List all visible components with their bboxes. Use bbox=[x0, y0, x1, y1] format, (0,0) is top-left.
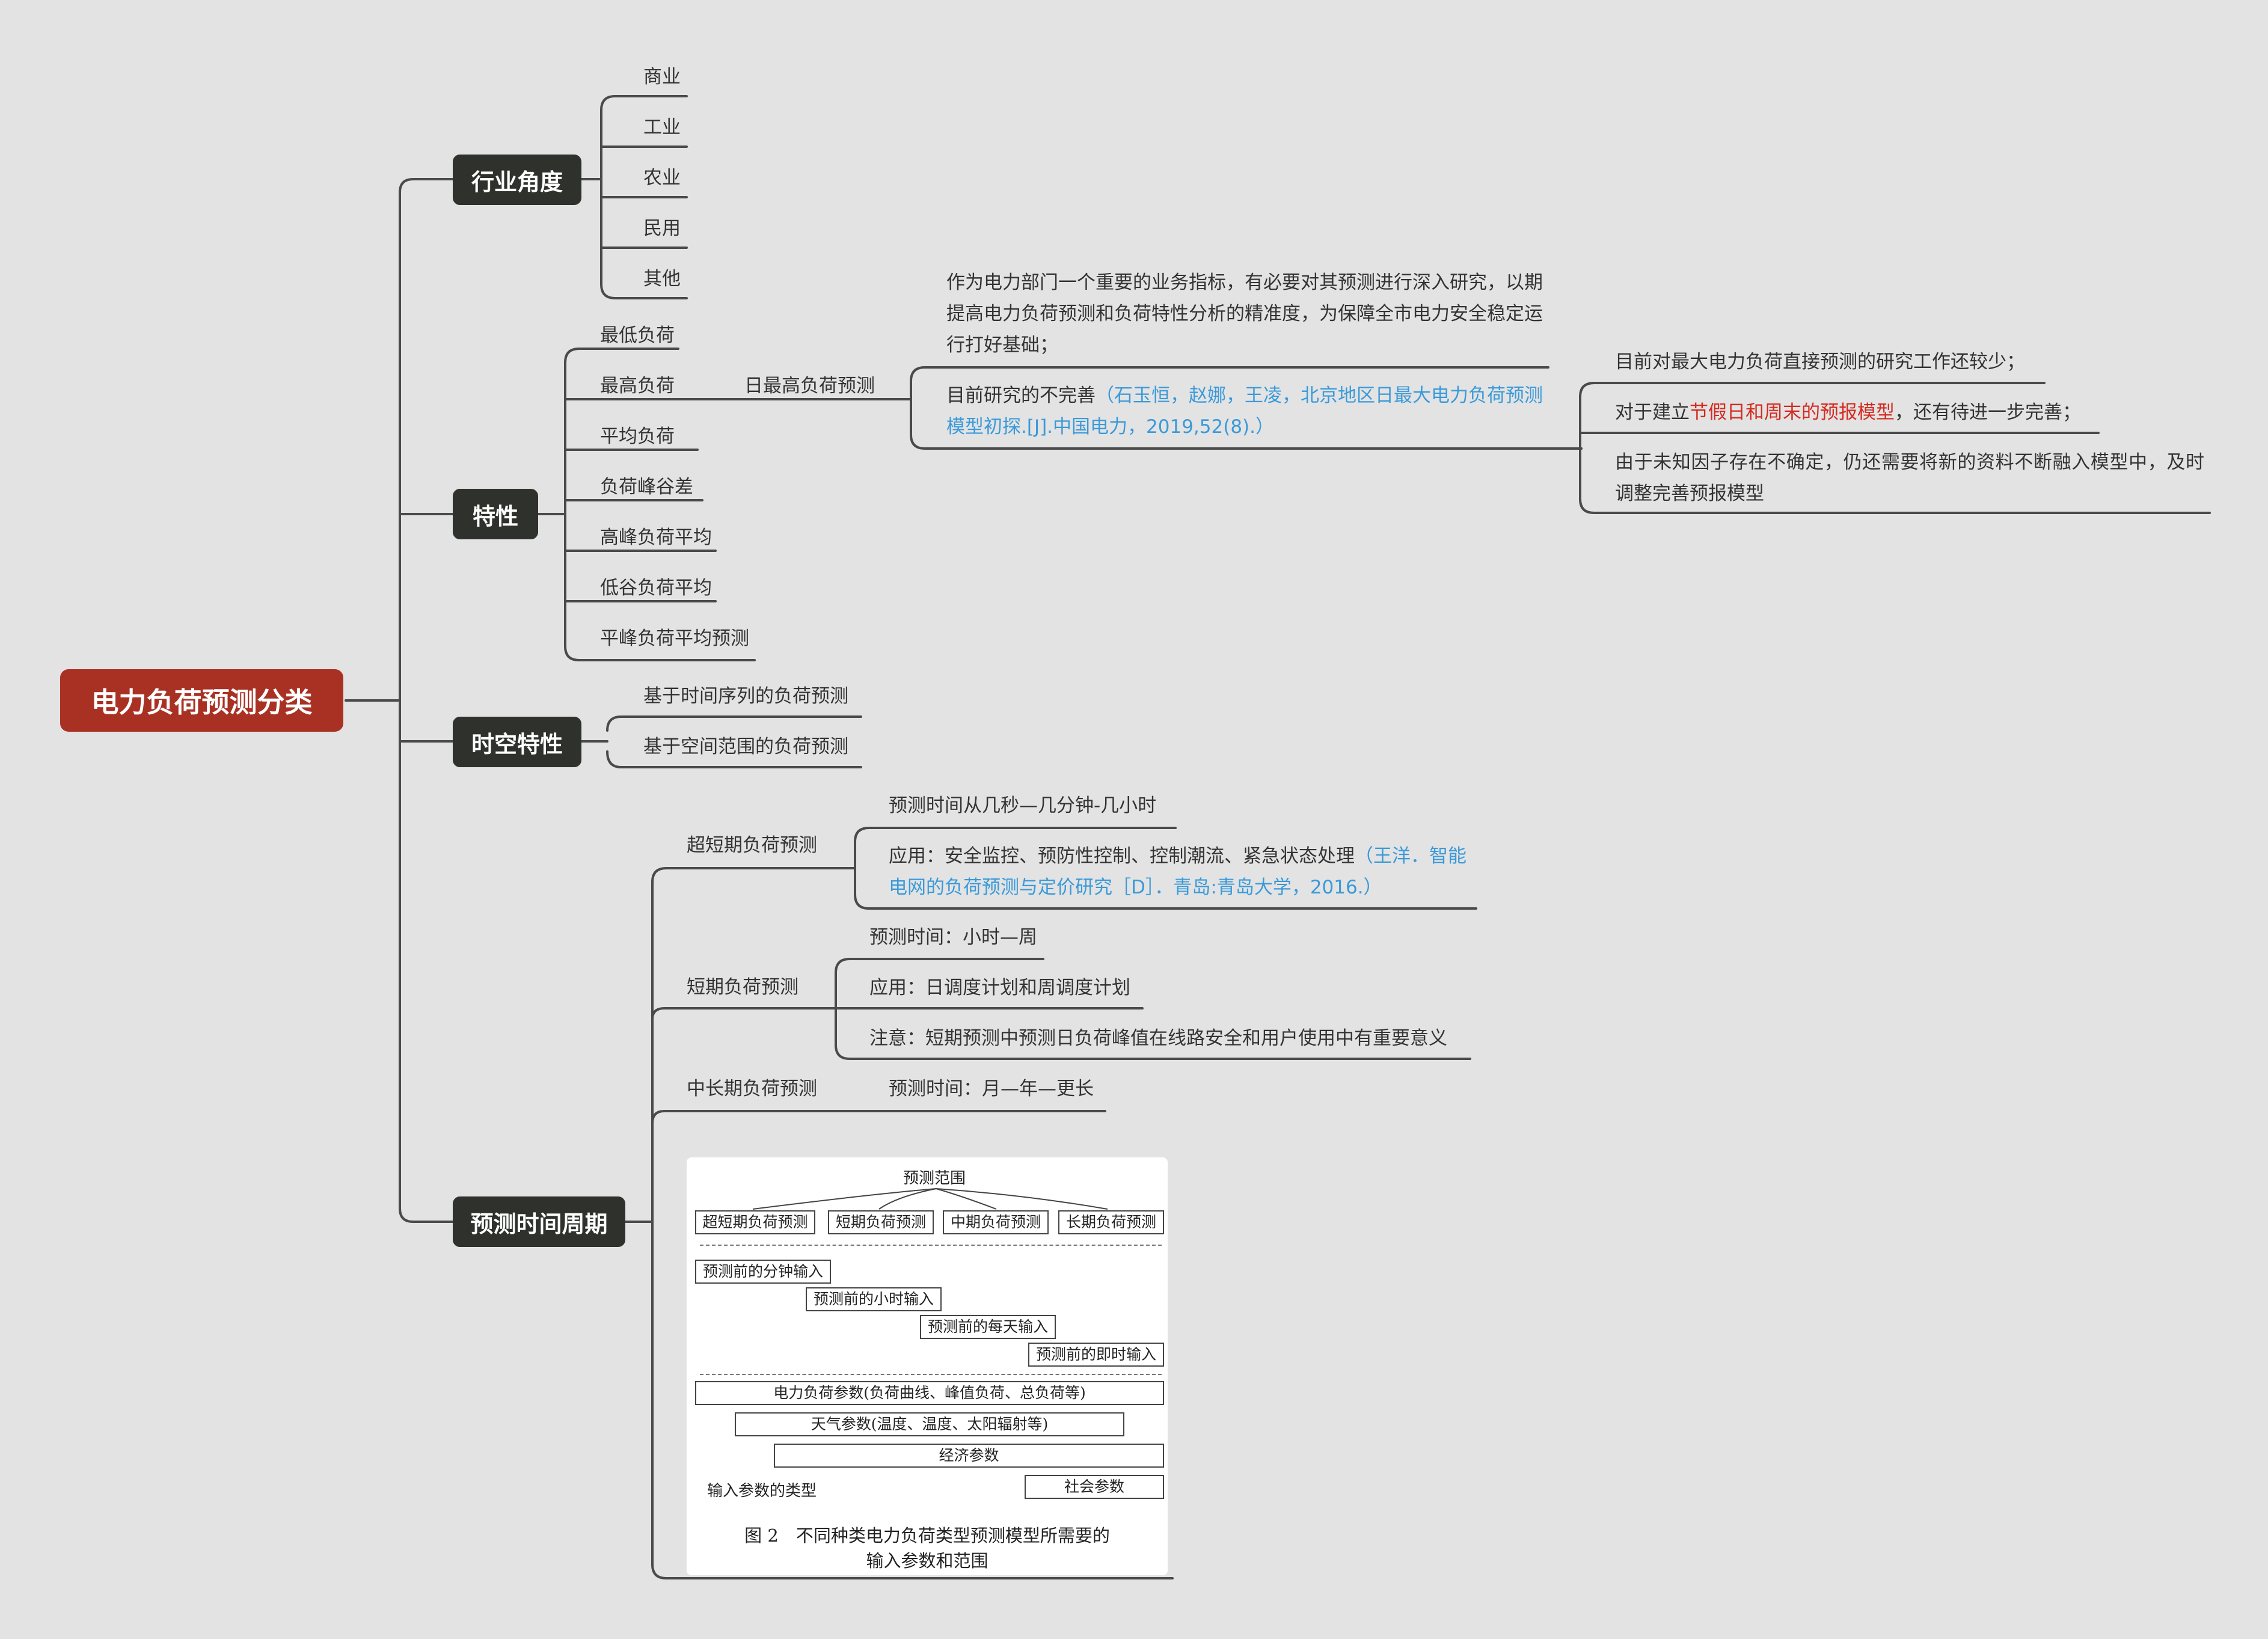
root-label: 电力负荷预测分类 bbox=[91, 686, 313, 718]
figure-range-box: 超短期负荷预测 bbox=[695, 1210, 815, 1234]
figure-input-params: 预测范围 超短期负荷预测 短期负荷预测 中期负荷预测 长期负荷预测 预测前的分钟… bbox=[687, 1157, 1168, 1575]
spatiotemporal-item[interactable]: 基于空间范围的负荷预测 bbox=[643, 736, 848, 758]
figure-param-box: 电力负荷参数(负荷曲线、峰值负荷、总负荷等) bbox=[695, 1381, 1164, 1405]
node-spatiotemporal[interactable]: 时空特性 bbox=[453, 717, 581, 767]
root-node[interactable]: 电力负荷预测分类 bbox=[60, 669, 343, 732]
node-character-label: 特性 bbox=[472, 503, 518, 530]
character-item[interactable]: 低谷负荷平均 bbox=[600, 577, 712, 599]
character-item[interactable]: 最低负荷 bbox=[600, 325, 675, 346]
figure-range-tree bbox=[752, 1188, 1108, 1210]
daily-max-gap[interactable]: 目前研究的不完善（石玉恒，赵娜，王凌，北京地区日最大电力负荷预测模型初探.[J]… bbox=[946, 380, 1554, 443]
figure-input-box: 预测前的即时输入 bbox=[1028, 1343, 1164, 1367]
gap-item-2-a: 对于建立 bbox=[1615, 402, 1690, 423]
character-item[interactable]: 平峰负荷平均预测 bbox=[600, 628, 749, 649]
gap-item-3[interactable]: 由于未知因子存在不确定，仍还需要将新的资料不断融入模型中，及时调整完善预报模型 bbox=[1615, 452, 2204, 504]
gap-item-2-highlight: 节假日和周末的预报模型 bbox=[1690, 402, 1895, 423]
ultra-short-node[interactable]: 超短期负荷预测 bbox=[687, 835, 817, 856]
figure-caption: 图 2 不同种类电力负荷类型预测模型所需要的 输入参数和范围 bbox=[687, 1523, 1168, 1573]
figure-param-box: 社会参数 bbox=[1025, 1475, 1164, 1499]
ultra-short-app-text: 应用：安全监控、预防性控制、控制潮流、紧急状态处理 bbox=[889, 845, 1355, 867]
figure-divider bbox=[700, 1245, 1162, 1246]
gap-item-2[interactable]: 对于建立节假日和周末的预报模型，还有待进一步完善； bbox=[1615, 397, 2081, 428]
industry-item[interactable]: 农业 bbox=[643, 167, 681, 189]
figure-range-box: 长期负荷预测 bbox=[1058, 1210, 1164, 1234]
gap-prefix: 目前研究的不完善 bbox=[946, 385, 1096, 406]
figure-param-type-label: 输入参数的类型 bbox=[707, 1482, 817, 1500]
figure-input-box: 预测前的小时输入 bbox=[806, 1287, 942, 1311]
figure-param-box: 天气参数(温度、温度、太阳辐射等) bbox=[735, 1412, 1124, 1436]
node-spatiotemporal-label: 时空特性 bbox=[471, 731, 563, 758]
industry-item[interactable]: 商业 bbox=[643, 66, 681, 88]
gap-item-2-c: ，还有待进一步完善； bbox=[1895, 402, 2081, 423]
figure-range-title: 预测范围 bbox=[903, 1169, 966, 1187]
node-period-label: 预测时间周期 bbox=[470, 1210, 608, 1237]
character-item[interactable]: 平均负荷 bbox=[600, 426, 675, 447]
mid-long-time[interactable]: 预测时间：月—年—更长 bbox=[889, 1078, 1094, 1100]
figure-input-box: 预测前的每天输入 bbox=[920, 1315, 1056, 1339]
figure-caption-line1: 图 2 不同种类电力负荷类型预测模型所需要的 bbox=[744, 1525, 1110, 1546]
short-item[interactable]: 预测时间：小时—周 bbox=[869, 927, 1037, 948]
spatiotemporal-item[interactable]: 基于时间序列的负荷预测 bbox=[643, 685, 848, 707]
figure-range-box: 短期负荷预测 bbox=[828, 1210, 934, 1234]
short-item[interactable]: 应用：日调度计划和周调度计划 bbox=[869, 977, 1130, 999]
figure-caption-line2: 输入参数和范围 bbox=[866, 1551, 988, 1571]
industry-item[interactable]: 其他 bbox=[643, 268, 681, 290]
figure-divider bbox=[700, 1374, 1162, 1375]
node-industry-label: 行业角度 bbox=[471, 168, 563, 195]
node-industry[interactable]: 行业角度 bbox=[453, 155, 581, 205]
daily-max-desc[interactable]: 作为电力部门一个重要的业务指标，有必要对其预测进行深入研究，以期提高电力负荷预测… bbox=[946, 272, 1543, 356]
ultra-short-app[interactable]: 应用：安全监控、预防性控制、控制潮流、紧急状态处理（王洋．智能电网的负荷预测与定… bbox=[889, 841, 1478, 903]
gap-reference-link[interactable]: （石玉恒，赵娜，王凌，北京地区日最大电力负荷预测模型初探.[J].中国电力，20… bbox=[946, 385, 1543, 438]
short-node[interactable]: 短期负荷预测 bbox=[687, 976, 798, 998]
figure-range-box: 中期负荷预测 bbox=[943, 1210, 1049, 1234]
node-period[interactable]: 预测时间周期 bbox=[453, 1196, 625, 1247]
mid-long-node[interactable]: 中长期负荷预测 bbox=[687, 1078, 817, 1100]
short-item[interactable]: 注意：短期预测中预测日负荷峰值在线路安全和用户使用中有重要意义 bbox=[869, 1028, 1447, 1049]
ultra-short-reference-link[interactable]: （王洋．智能电网的负荷预测与定价研究［D］．青岛:青岛大学，2016.） bbox=[889, 845, 1467, 898]
industry-item[interactable]: 工业 bbox=[643, 117, 681, 138]
industry-item[interactable]: 民用 bbox=[643, 218, 681, 239]
figure-input-box: 预测前的分钟输入 bbox=[695, 1260, 831, 1284]
character-item[interactable]: 最高负荷 bbox=[600, 375, 675, 397]
gap-item-1[interactable]: 目前对最大电力负荷直接预测的研究工作还较少； bbox=[1615, 351, 2025, 373]
daily-max-node[interactable]: 日最高负荷预测 bbox=[744, 375, 875, 397]
figure-param-box: 经济参数 bbox=[774, 1444, 1164, 1468]
node-character[interactable]: 特性 bbox=[453, 489, 538, 539]
ultra-short-time[interactable]: 预测时间从几秒—几分钟-几小时 bbox=[889, 795, 1157, 816]
character-item[interactable]: 负荷峰谷差 bbox=[600, 476, 693, 498]
character-item[interactable]: 高峰负荷平均 bbox=[600, 527, 712, 548]
